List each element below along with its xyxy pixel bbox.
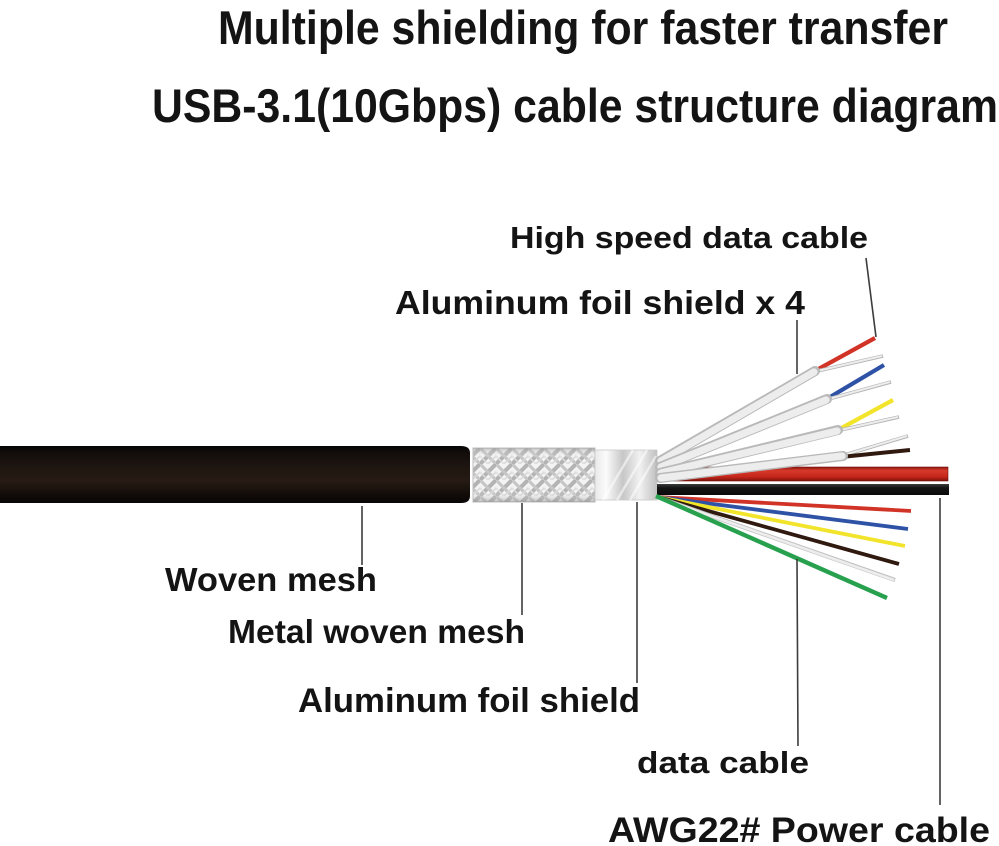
shielded-pair-4 <box>655 434 911 483</box>
data-wire-white <box>656 495 895 582</box>
data-wire-green <box>655 493 888 601</box>
shielded-pair-3 <box>655 398 900 478</box>
part-labels: High speed data cable Aluminum foil shie… <box>165 220 990 846</box>
pair-shaft <box>657 368 818 465</box>
foil-sheen <box>601 449 658 501</box>
metal-woven-mesh-shading <box>473 448 595 502</box>
label-metal-woven-mesh: Metal woven mesh <box>228 613 525 650</box>
shielded-pairs <box>655 336 911 483</box>
label-awg22-power-cable: AWG22# Power cable <box>608 811 990 846</box>
label-high-speed-data-cable: High speed data cable <box>510 220 868 255</box>
pair-wire-white <box>835 416 899 432</box>
ground-cable-black <box>657 484 949 495</box>
pair-tip-yellow <box>834 398 895 433</box>
pair-wire-white <box>812 355 883 373</box>
shielded-pair-2 <box>655 363 892 472</box>
pair-shaft <box>657 396 830 471</box>
label-woven-mesh: Woven mesh <box>165 561 377 598</box>
data-wire-brown <box>657 495 900 566</box>
cable-jacket <box>0 446 470 503</box>
aluminum-foil-layer <box>594 449 658 501</box>
pair-shaft <box>657 452 846 482</box>
pair-shaft <box>657 427 841 477</box>
pair-wire-white <box>824 381 891 401</box>
cable-body <box>0 446 658 503</box>
shielded-pair-1 <box>655 336 884 466</box>
title-line2: USB-3.1(10Gbps) cable structure diagram <box>152 79 998 132</box>
data-wires <box>655 493 912 601</box>
callout-data-cable <box>796 558 799 747</box>
pair-tip-brown <box>840 448 911 459</box>
label-aluminum-foil-shield-x4: Aluminum foil shield x 4 <box>395 284 806 321</box>
data-wire-red <box>657 495 912 513</box>
label-aluminum-foil-shield: Aluminum foil shield <box>298 682 640 720</box>
callout-lines <box>361 257 941 805</box>
data-wire-yellow <box>657 495 906 548</box>
data-wire-blue <box>657 495 909 531</box>
title-line1: Multiple shielding for faster transfer <box>218 1 948 54</box>
pair-tip-red <box>811 336 877 374</box>
pair-wire-white <box>840 435 908 457</box>
label-data-cable: data cable <box>637 745 809 780</box>
pair-tip-blue <box>823 363 886 402</box>
callout-high-speed-data-cable <box>865 257 877 338</box>
